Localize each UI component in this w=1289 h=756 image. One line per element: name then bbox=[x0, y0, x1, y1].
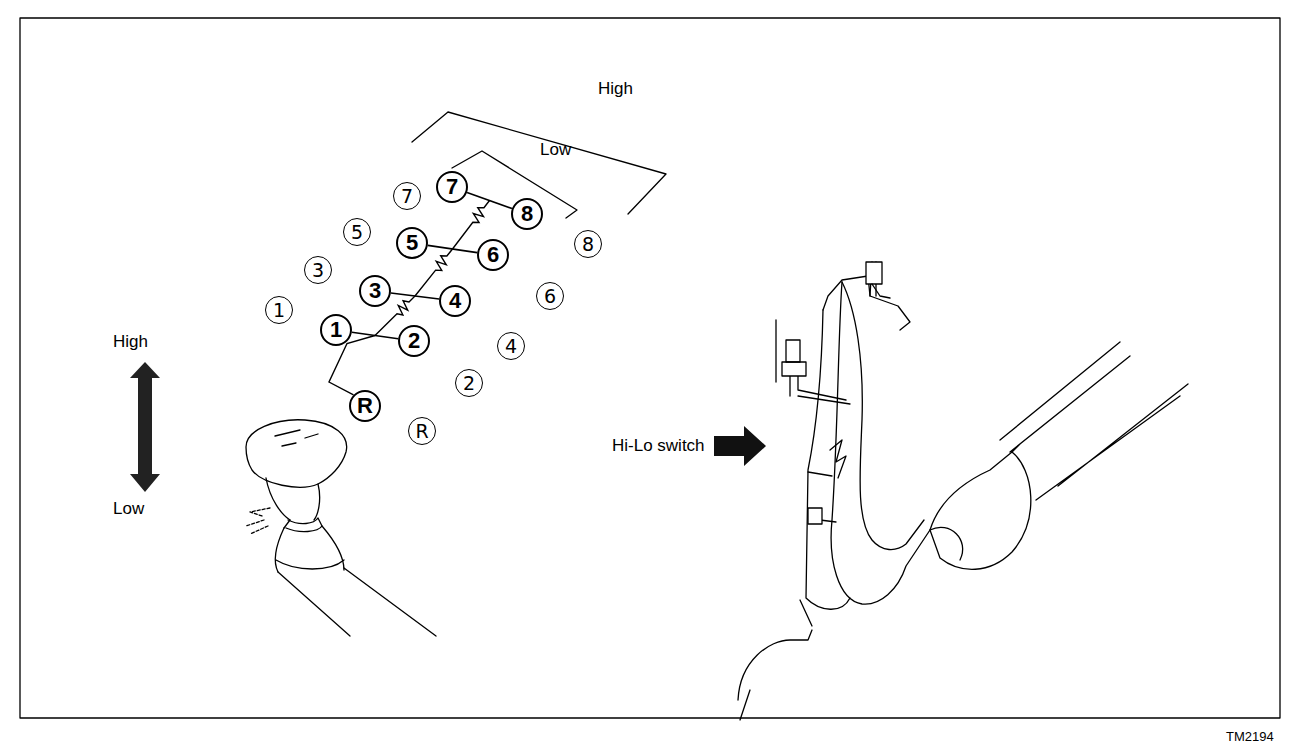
gear-number: 6 bbox=[544, 287, 556, 306]
figure-id: TM2194 bbox=[1226, 730, 1274, 744]
gear-number: 1 bbox=[330, 319, 342, 341]
gear-number: 3 bbox=[312, 261, 324, 280]
gear-circle: 3 bbox=[304, 256, 332, 284]
gear-number: 2 bbox=[463, 374, 475, 393]
gear-number: 3 bbox=[369, 280, 381, 302]
gear-circle: 6 bbox=[477, 239, 509, 271]
gear-number: 4 bbox=[449, 290, 461, 312]
gear-lever bbox=[246, 420, 436, 636]
gear-circle: 8 bbox=[511, 198, 543, 230]
gear-number: 1 bbox=[273, 301, 285, 320]
gear-circle: 6 bbox=[536, 282, 564, 310]
gear-number: R bbox=[357, 395, 373, 417]
gear-number: R bbox=[415, 422, 428, 441]
gear-circle: 8 bbox=[574, 230, 602, 258]
frame bbox=[20, 18, 1280, 718]
gear-circle: 7 bbox=[436, 171, 468, 203]
neutral-line bbox=[329, 201, 490, 395]
gear-circle: R bbox=[408, 417, 436, 445]
bracket-label: Low bbox=[540, 141, 571, 160]
gear-circle: 2 bbox=[455, 369, 483, 397]
gear-circle: 4 bbox=[439, 285, 471, 317]
high-bracket bbox=[412, 112, 666, 214]
gear-circle: 2 bbox=[398, 325, 430, 357]
gear-number: 2 bbox=[408, 330, 420, 352]
gear-circle: 1 bbox=[320, 314, 352, 346]
gear-number: 8 bbox=[521, 203, 533, 225]
direction-label: Low bbox=[113, 500, 144, 519]
gear-circle: 3 bbox=[359, 275, 391, 307]
gear-circle: 7 bbox=[393, 182, 421, 210]
high-low-arrow bbox=[130, 362, 160, 492]
gear-circle: 4 bbox=[497, 332, 525, 360]
gear-circle: 1 bbox=[265, 296, 293, 324]
part-name: Hi-Lo switch bbox=[612, 437, 705, 456]
gear-circle: 5 bbox=[343, 218, 371, 246]
gear-number: 8 bbox=[582, 235, 594, 254]
gear-number: 4 bbox=[505, 337, 517, 356]
gear-number: 5 bbox=[406, 232, 418, 254]
gear-circle: R bbox=[349, 390, 381, 422]
gear-number: 6 bbox=[487, 244, 499, 266]
gear-number: 5 bbox=[351, 223, 363, 242]
bracket-label: High bbox=[598, 80, 633, 99]
gear-circle: 5 bbox=[396, 227, 428, 259]
gear-number: 7 bbox=[446, 176, 458, 198]
clutch-pedal bbox=[738, 262, 1188, 720]
direction-label: High bbox=[113, 333, 148, 352]
gear-number: 7 bbox=[401, 187, 413, 206]
pointer-arrow bbox=[714, 426, 766, 466]
